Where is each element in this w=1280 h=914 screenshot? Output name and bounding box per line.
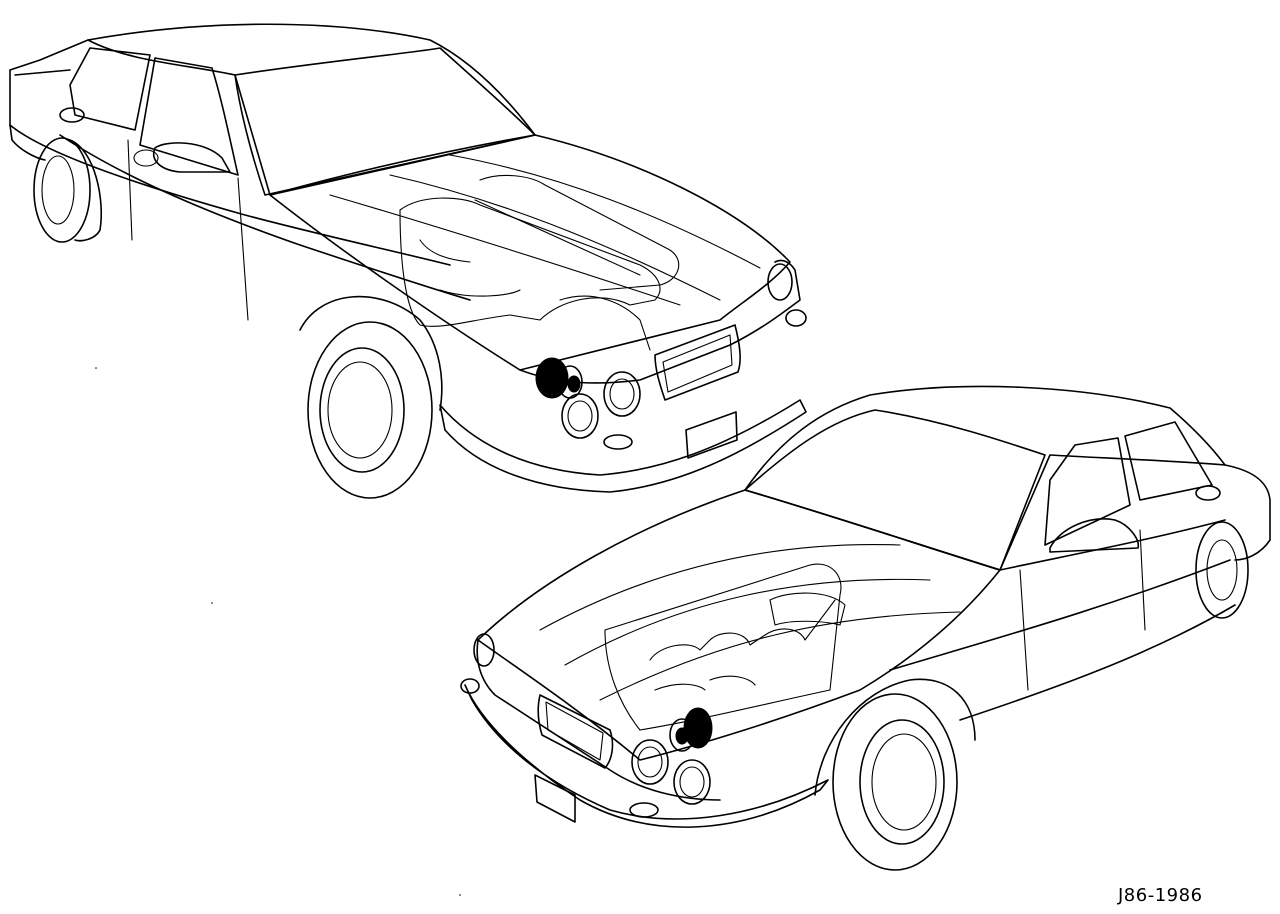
car1-door-seam-front bbox=[237, 177, 249, 321]
car2-front-door-window bbox=[1044, 437, 1131, 546]
car2-number-plate bbox=[534, 774, 576, 823]
car2-front-bumper bbox=[464, 684, 829, 828]
car1-headlight-inner bbox=[603, 371, 641, 417]
car2-roof bbox=[744, 385, 1226, 571]
car1-rear-tire-side bbox=[69, 139, 103, 242]
car2-grille-inner bbox=[545, 701, 604, 761]
car2-rear-wheel bbox=[1195, 521, 1249, 619]
car2-air-box bbox=[769, 592, 846, 626]
car2-sill bbox=[959, 604, 1236, 721]
car2-headlight-outer-lens bbox=[679, 766, 705, 798]
car1-engine-outline bbox=[399, 197, 661, 327]
car1-roof bbox=[87, 23, 536, 196]
car1-grille-inner bbox=[662, 334, 733, 393]
car2-tail-light bbox=[1195, 485, 1221, 501]
car1-front-door-window bbox=[139, 57, 239, 176]
car1-front-wheel bbox=[307, 321, 433, 499]
car2-rear-bumper bbox=[1224, 464, 1271, 561]
car2-front-wheel-arch bbox=[814, 678, 976, 796]
car2-front-rim bbox=[871, 733, 937, 831]
car2-hood bbox=[477, 489, 1001, 761]
car1-front-hub bbox=[319, 347, 405, 473]
car1-engine-block bbox=[419, 239, 651, 351]
car1-rear-hub bbox=[41, 155, 75, 225]
car1-number-plate bbox=[685, 411, 738, 459]
car1-hood bbox=[269, 134, 791, 371]
car2-hood-crease-3 bbox=[599, 611, 961, 701]
car2-intake-runners bbox=[649, 599, 836, 691]
car1-tail-light bbox=[59, 107, 85, 123]
car1-hood-crease-1 bbox=[329, 194, 681, 306]
car1-rear-wheel bbox=[33, 137, 91, 243]
car2-engine-outline bbox=[604, 563, 842, 731]
car-front-three-quarter bbox=[460, 385, 1271, 871]
car1-front-bumper bbox=[439, 399, 807, 493]
car2-hood-crease-2 bbox=[564, 578, 931, 666]
car1-side-mirror bbox=[153, 142, 231, 173]
car2-fog-light bbox=[629, 802, 659, 818]
car2-headlight-inner bbox=[631, 739, 669, 785]
car1-headlight-inner-lens bbox=[609, 378, 635, 410]
car2-indicator bbox=[460, 678, 480, 694]
car2-headlight-outer bbox=[673, 759, 711, 805]
car1-door-seam-rear bbox=[127, 139, 133, 241]
car1-rear-bumper bbox=[9, 39, 89, 161]
car2-front-fascia bbox=[476, 639, 721, 801]
car1-mirror-housing bbox=[133, 149, 159, 167]
car1-hood-crease-3 bbox=[449, 154, 761, 269]
car1-fog-light bbox=[603, 434, 633, 450]
speck bbox=[211, 602, 213, 604]
car2-door-seam-rear bbox=[1139, 529, 1146, 631]
car2-hood-crease-1 bbox=[539, 543, 901, 631]
car-rear-three-quarter bbox=[9, 23, 807, 499]
car1-front-wheel-arch bbox=[299, 295, 443, 411]
car1-sill bbox=[59, 134, 471, 301]
car2-door-seam bbox=[1019, 569, 1029, 691]
figure-reference-code: J86-1986 bbox=[1118, 885, 1203, 906]
car1-headlight-right bbox=[767, 263, 793, 301]
car2-body-side bbox=[889, 519, 1231, 671]
car2-front-wheel bbox=[832, 693, 958, 871]
car2-grille bbox=[537, 694, 614, 769]
car2-rear-hub bbox=[1206, 539, 1238, 601]
car1-indicator bbox=[785, 309, 807, 327]
car2-headlight-inner-lens bbox=[637, 746, 663, 778]
car1-rear-door-window bbox=[69, 47, 151, 131]
car2-windshield bbox=[744, 409, 1046, 571]
car1-headlight-outer bbox=[561, 393, 599, 439]
car1-highlighted-cylinder bbox=[535, 357, 583, 399]
speck bbox=[95, 367, 97, 369]
car1-headlight-outer-lens bbox=[567, 400, 593, 432]
car1-body-side bbox=[9, 69, 451, 266]
car1-front-rim bbox=[327, 361, 393, 459]
car2-rear-door-window bbox=[1124, 421, 1213, 501]
car2-highlighted-cylinder bbox=[669, 707, 713, 752]
car2-side-mirror bbox=[1049, 518, 1139, 553]
car2-front-hub bbox=[859, 719, 945, 845]
car1-windshield bbox=[234, 47, 536, 196]
car1-intake-tube bbox=[474, 174, 680, 291]
car2-headlight-left bbox=[473, 633, 495, 667]
car1-hood-crease-2 bbox=[389, 174, 721, 301]
speck bbox=[459, 894, 461, 896]
car1-grille bbox=[654, 324, 741, 401]
